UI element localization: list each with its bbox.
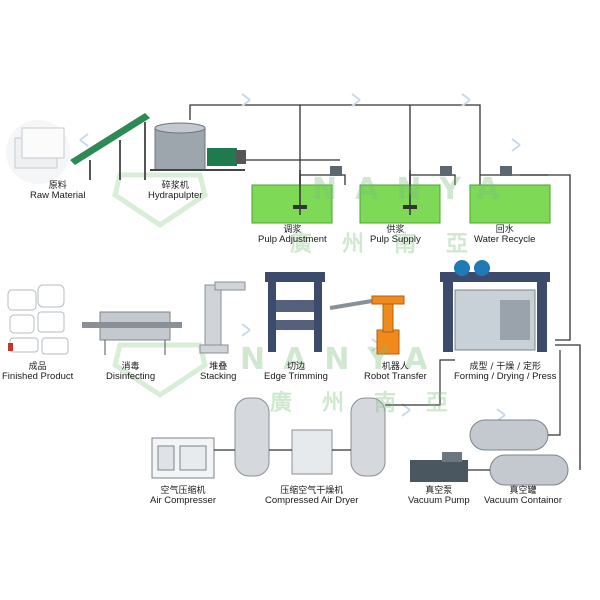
edge-trimming-press bbox=[265, 272, 325, 352]
watermark-brand-top: NANYA bbox=[312, 172, 518, 207]
stacking-arm bbox=[199, 281, 246, 354]
watermark-cn-bottom: 廣州南亞 bbox=[270, 391, 479, 416]
transfer-robot bbox=[371, 295, 405, 355]
air-dryer-unit bbox=[291, 429, 333, 475]
air-compressor-unit bbox=[151, 437, 215, 479]
forming-machine bbox=[440, 260, 550, 352]
water-recycle-tank bbox=[469, 184, 551, 224]
pumps bbox=[330, 166, 512, 176]
finished-products bbox=[7, 284, 69, 355]
raw-material-bale bbox=[6, 120, 70, 184]
vacuum-pipes bbox=[468, 350, 561, 471]
watermark-logo bbox=[112, 172, 208, 399]
slurry-pipes bbox=[189, 104, 581, 470]
disinfecting-tunnel bbox=[82, 311, 182, 355]
pulp-supply-tank bbox=[359, 170, 441, 224]
hydrapulpter-machine bbox=[150, 122, 246, 171]
vacuum-pump-unit bbox=[410, 452, 468, 482]
watermark-brand-bottom: NANYA bbox=[240, 342, 446, 377]
pulp-adjustment-tank bbox=[251, 170, 333, 224]
feed-conveyor bbox=[70, 113, 150, 180]
air-storage-tanks bbox=[234, 397, 386, 477]
air-pipes bbox=[214, 359, 455, 451]
product-conveyor bbox=[329, 298, 379, 310]
vacuum-containers bbox=[469, 419, 569, 486]
watermark-cn-top: 廣州南亞 bbox=[290, 232, 499, 257]
